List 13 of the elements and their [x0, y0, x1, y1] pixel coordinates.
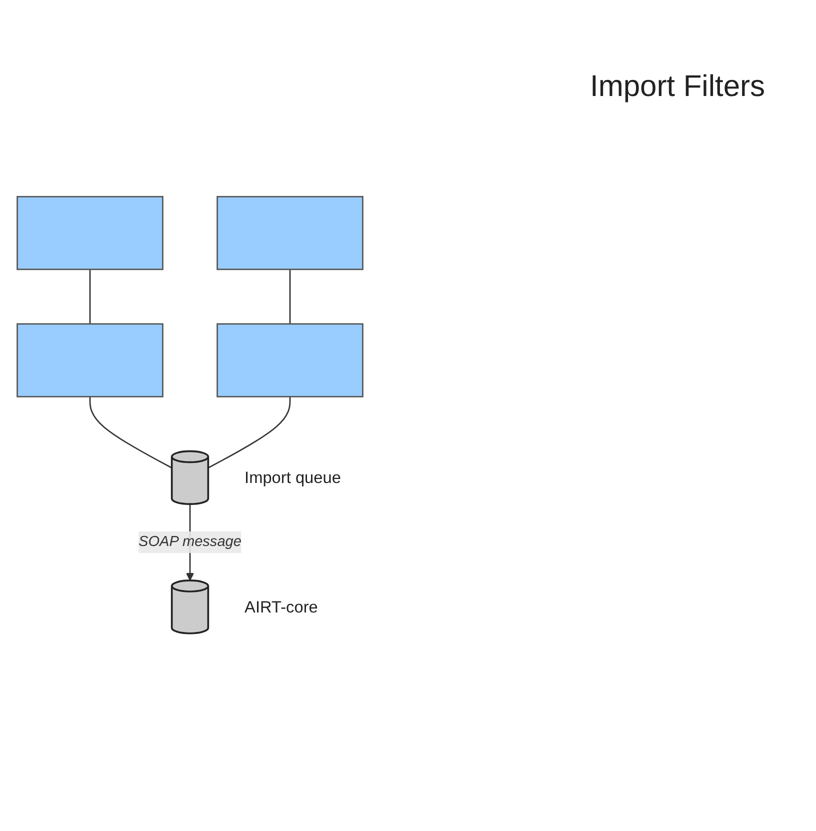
connector-line: [208, 396, 291, 468]
filter-box: [216, 323, 364, 398]
filter-box: [16, 323, 164, 398]
connector-line: [89, 396, 172, 468]
filter-box: [216, 196, 364, 270]
connector-line: [289, 269, 291, 324]
node-caption: AIRT-core: [244, 598, 318, 616]
group-label: Import Filters: [590, 70, 766, 104]
queue-cylinder: [170, 580, 210, 634]
connector-line: [89, 269, 91, 324]
node-caption: Import queue: [244, 469, 341, 488]
filter-box: [16, 196, 164, 270]
queue-cylinder: [170, 450, 210, 505]
